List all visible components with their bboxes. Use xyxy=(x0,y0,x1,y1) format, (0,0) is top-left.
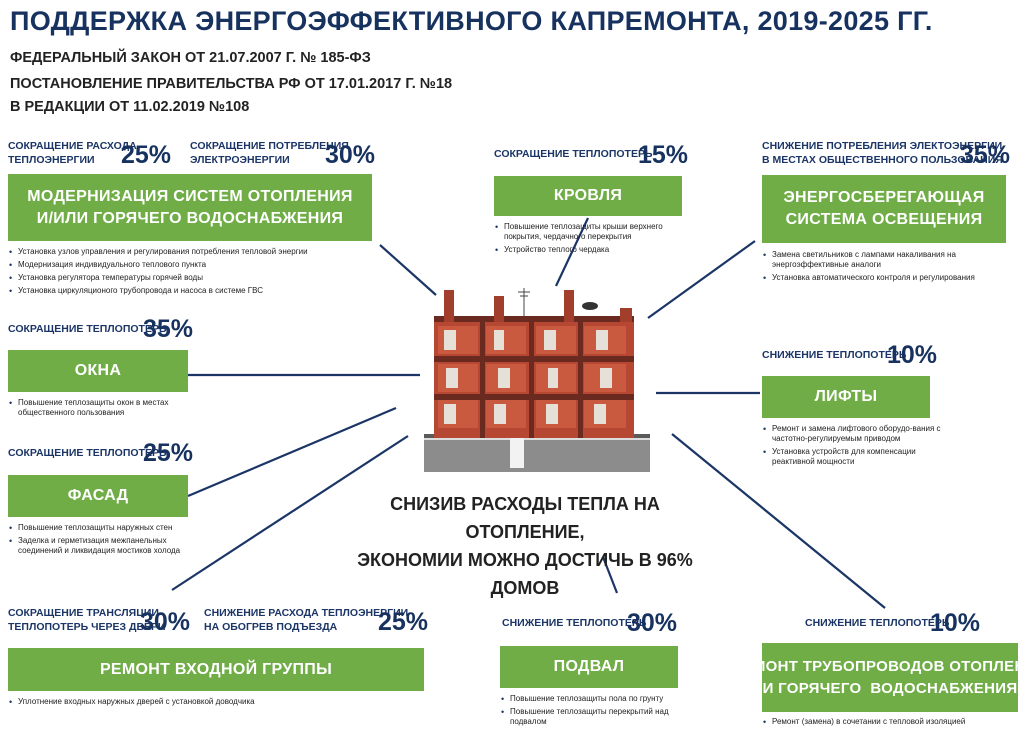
lighting-percent: 35% xyxy=(960,141,1011,169)
list-item: Уплотнение входных наружных дверей с уст… xyxy=(9,697,424,707)
lifts-bullets: Ремонт и замена лифтового оборудо-вания … xyxy=(762,424,952,470)
entrance-group-box: РЕМОНТ ВХОДНОЙ ГРУППЫ xyxy=(8,648,424,691)
list-item: Установка узлов управления и регулирован… xyxy=(9,247,388,257)
entrance-doors-percent: 30% xyxy=(140,608,191,636)
heating-reduction-label: СОКРАЩЕНИЕ РАСХОДА ТЕПЛОЭНЕРГИИ xyxy=(8,140,137,166)
roof-label: СОКРАЩЕНИЕ ТЕПЛОПОТЕРЬ xyxy=(494,148,653,160)
windows-box: ОКНА xyxy=(8,350,188,392)
entrance-doors-label: СОКРАЩЕНИЕ ТРАНСЛЯЦИИ ТЕПЛОПОТЕРЬ ЧЕРЕЗ … xyxy=(8,607,166,633)
savings-statement-line-1: СНИЗИВ РАСХОДЫ ТЕПЛА НА ОТОПЛЕНИЕ, xyxy=(390,494,660,542)
connector-facade xyxy=(187,406,397,498)
lifts-percent: 10% xyxy=(887,341,938,369)
heating-bullets: Установка узлов управления и регулирован… xyxy=(8,247,388,299)
facade-bullets: Повышение теплозащиты наружных стен Заде… xyxy=(8,523,188,559)
list-item: Установка устройств для компенсации реак… xyxy=(763,447,952,467)
savings-statement-line-2: ЭКОНОМИИ МОЖНО ДОСТИЧЬ В 96% ДОМОВ xyxy=(357,550,693,598)
heating-reduction-percent: 25% xyxy=(121,141,172,169)
list-item: Замена светильников с лампами накаливани… xyxy=(763,250,1010,270)
list-item: Заделка и герметизация межпанельных соед… xyxy=(9,536,188,556)
basement-box: ПОДВАЛ xyxy=(500,646,678,688)
list-item: Устройство теплого чердака xyxy=(495,245,689,255)
savings-statement: СНИЗИВ РАСХОДЫ ТЕПЛА НА ОТОПЛЕНИЕ, ЭКОНО… xyxy=(330,490,720,602)
roof-percent: 15% xyxy=(638,141,689,169)
list-item: Повышение теплозащиты пола по грунту xyxy=(501,694,690,704)
entrance-heating-label: СНИЖЕНИЕ РАСХОДА ТЕПЛОЭНЕРГИИ НА ОБОГРЕВ… xyxy=(204,607,409,633)
electricity-reduction-label: СОКРАЩЕНИЕ ПОТРЕБЛЕНИЯ ЭЛЕКТРОЭНЕРГИИ xyxy=(190,140,349,166)
list-item: Установка автоматического контроля и рег… xyxy=(763,273,1010,283)
windows-label: СОКРАЩЕНИЕ ТЕПЛОПОТЕРЬ xyxy=(8,323,167,335)
pipes-percent: 10% xyxy=(930,609,981,637)
law-reference: ФЕДЕРАЛЬНЫЙ ЗАКОН ОТ 21.07.2007 Г. № 185… xyxy=(10,50,371,66)
basement-percent: 30% xyxy=(627,609,678,637)
decree-edition: В РЕДАКЦИИ ОТ 11.02.2019 №108 xyxy=(10,99,250,115)
building-cutaway-illustration xyxy=(424,288,650,472)
list-item: Установка регулятора температуры горячей… xyxy=(9,273,388,283)
facade-box: ФАСАД xyxy=(8,475,188,517)
connector-basement xyxy=(601,556,619,594)
list-item: Повышение теплозащиты наружных стен xyxy=(9,523,188,533)
connector-heating xyxy=(379,244,437,296)
page-title: ПОДДЕРЖКА ЭНЕРГОЭФФЕКТИВНОГО КАПРЕМОНТА,… xyxy=(10,6,933,36)
basement-bullets: Повышение теплозащиты пола по грунту Пов… xyxy=(500,694,690,730)
list-item: Установка циркуляционого трубопровода и … xyxy=(9,286,388,296)
list-item: Повышение теплозащиты окон в местах обще… xyxy=(9,398,198,418)
entrance-bullets: Уплотнение входных наружных дверей с уст… xyxy=(8,697,424,710)
lifts-label: СНИЖЕНИЕ ТЕПЛОПОТЕРЬ xyxy=(762,349,907,361)
pipes-box: РЕМОНТ ТРУБОПРОВОДОВ ОТОПЛЕНИЯ И ГОРЯЧЕГ… xyxy=(732,643,1030,712)
connector-entrance xyxy=(171,435,409,591)
pipes-bullets: Ремонт (замена) в сочетании с тепловой и… xyxy=(762,717,1022,730)
connector-lighting xyxy=(647,240,756,319)
pipes-label: СНИЖЕНИЕ ТЕПЛОПОТЕРЬ xyxy=(805,617,950,629)
list-item: Повышение теплозащиты крыши верхнего пок… xyxy=(495,222,689,242)
roof-box: КРОВЛЯ xyxy=(494,176,682,216)
list-item: Модернизация индивидуального теплового п… xyxy=(9,260,388,270)
lifts-box: ЛИФТЫ xyxy=(762,376,930,418)
lighting-box: ЭНЕРГОСБЕРЕГАЮЩАЯ СИСТЕМА ОСВЕЩЕНИЯ xyxy=(762,175,1006,243)
decree-reference: ПОСТАНОВЛЕНИЕ ПРАВИТЕЛЬСТВА РФ ОТ 17.01.… xyxy=(10,76,453,92)
basement-label: СНИЖЕНИЕ ТЕПЛОПОТЕРЬ xyxy=(502,617,647,629)
electricity-reduction-percent: 30% xyxy=(325,141,376,169)
connector-pipes xyxy=(671,433,886,609)
windows-percent: 35% xyxy=(143,315,194,343)
lighting-label: СНИЖЕНИЕ ПОТРЕБЛЕНИЯ ЭЛЕКТОЭНЕРГИИ В МЕС… xyxy=(762,140,1003,166)
list-item: Повышение теплозащиты перекрытий над под… xyxy=(501,707,690,727)
roof-bullets: Повышение теплозащиты крыши верхнего пок… xyxy=(494,222,689,258)
facade-label: СОКРАЩЕНИЕ ТЕПЛОПОТЕРЬ xyxy=(8,447,167,459)
list-item: Ремонт и замена лифтового оборудо-вания … xyxy=(763,424,952,444)
heating-modernization-box: МОДЕРНИЗАЦИЯ СИСТЕМ ОТОПЛЕНИЯ И/ИЛИ ГОРЯ… xyxy=(8,174,372,241)
windows-bullets: Повышение теплозащиты окон в местах обще… xyxy=(8,398,198,421)
list-item: Ремонт (замена) в сочетании с тепловой и… xyxy=(763,717,1022,727)
facade-percent: 25% xyxy=(143,439,194,467)
entrance-heating-percent: 25% xyxy=(378,608,429,636)
lighting-bullets: Замена светильников с лампами накаливани… xyxy=(762,250,1010,286)
